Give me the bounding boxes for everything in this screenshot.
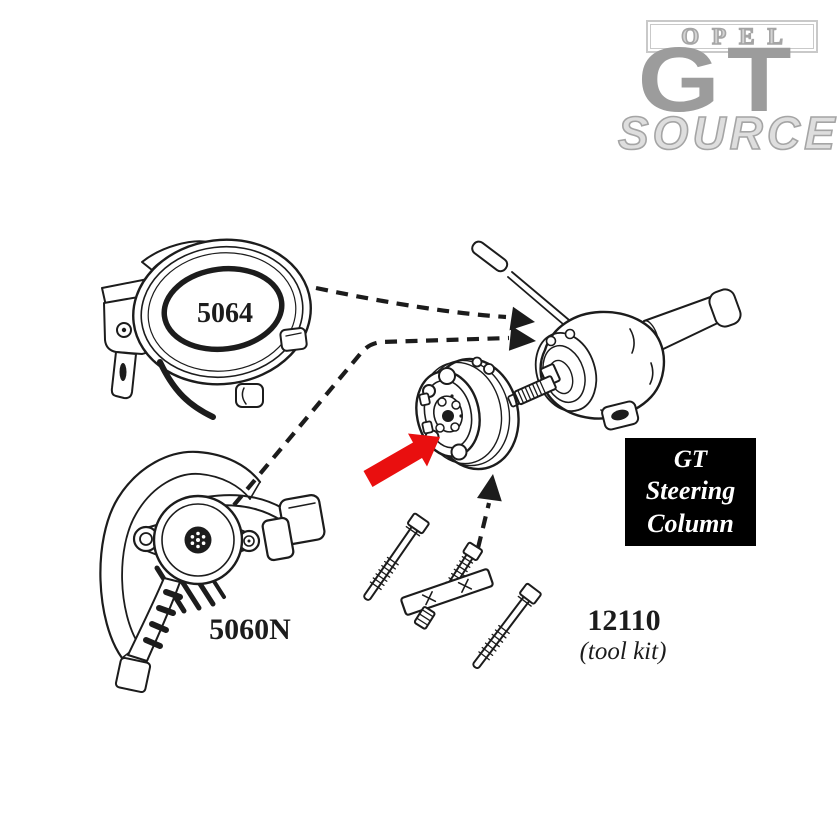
label-horn-ring-5064: 5064 bbox=[197, 298, 253, 329]
badge-line2: Steering bbox=[645, 476, 736, 506]
opel-logo-text: OPEL bbox=[680, 24, 796, 49]
tool-kit-drawing bbox=[363, 512, 542, 669]
label-turn-signal-switch-5060n: 5060N bbox=[209, 613, 291, 646]
assembly-arrows bbox=[232, 285, 510, 549]
source-logo-text: SOURCE bbox=[617, 107, 839, 159]
opel-logo-badge: OPEL bbox=[646, 20, 818, 53]
horn-ring-5064-drawing bbox=[101, 238, 312, 420]
badge-line1: GT bbox=[673, 445, 708, 473]
turn-signal-switch-5060n-drawing bbox=[99, 450, 326, 694]
gt-logo-text: GT bbox=[637, 29, 799, 131]
arrow-toolkit-to-coupler bbox=[475, 502, 492, 549]
steering-column-drawing bbox=[471, 240, 742, 431]
label-tool-kit-caption: (tool kit) bbox=[579, 638, 667, 665]
label-tool-kit-12110: 12110 bbox=[587, 604, 661, 637]
gt-steering-column-badge: GT Steering Column bbox=[625, 438, 756, 546]
assembly-arrowheads bbox=[477, 306, 536, 502]
arrow-switch-to-column bbox=[232, 335, 510, 507]
opel-logo-inner-border bbox=[650, 24, 814, 49]
badge-line3: Column bbox=[647, 508, 734, 538]
red-highlight-arrow-icon bbox=[363, 433, 440, 487]
arrow-ring-to-column bbox=[315, 285, 507, 320]
coupler-drawing bbox=[415, 356, 520, 471]
